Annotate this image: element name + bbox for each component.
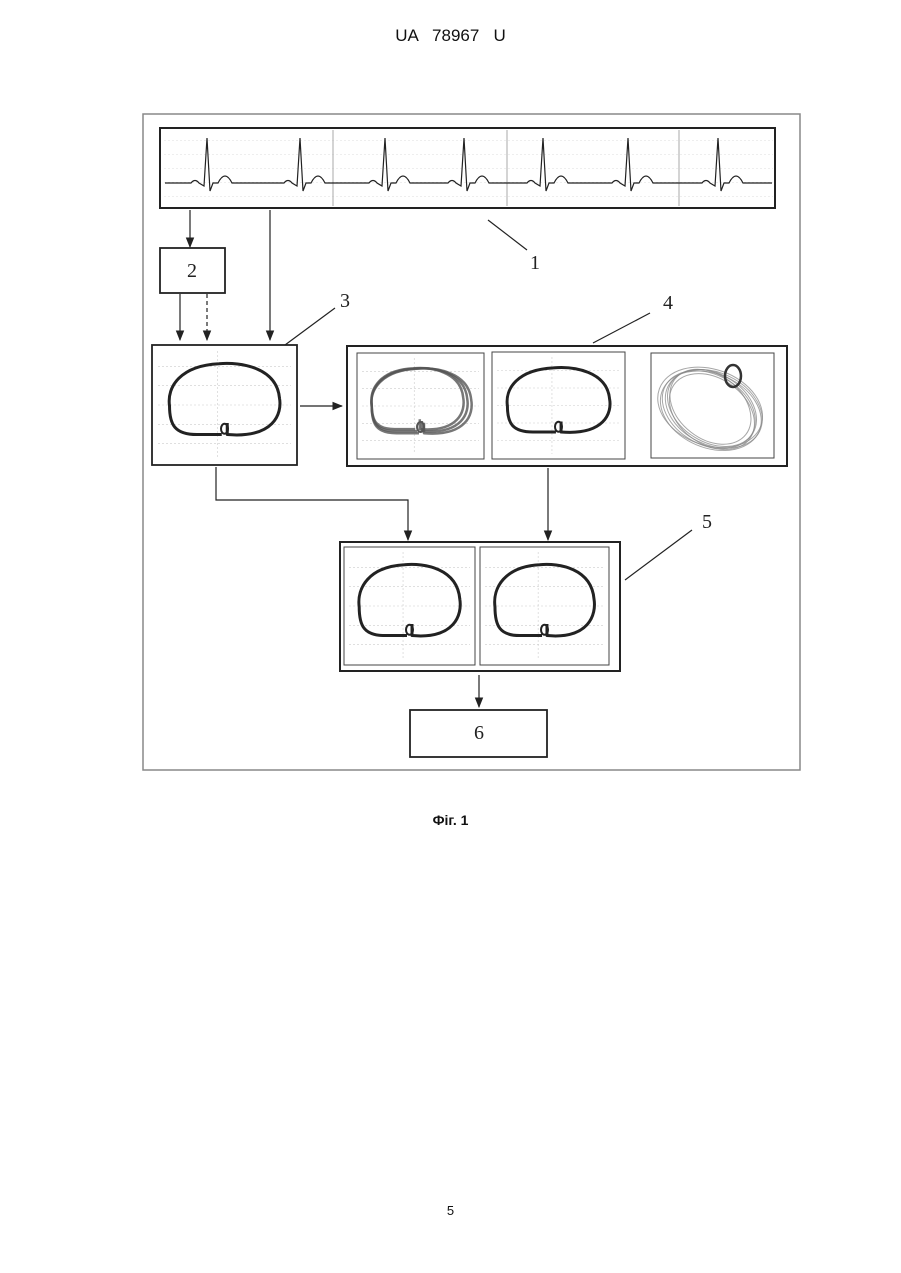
figure-caption: Фіг. 1: [0, 812, 901, 828]
reference-set-4: [347, 346, 787, 466]
leader-line-5: [625, 530, 692, 580]
block-2-label: 2: [187, 260, 197, 282]
arrow-portrait-to-set5: [216, 467, 408, 540]
comparison-set-5: [340, 542, 620, 671]
leader-line-4: [593, 313, 650, 343]
label-5: 5: [702, 511, 712, 533]
block-6-label: 6: [474, 722, 484, 744]
leader-line-1: [488, 220, 527, 250]
phase-portrait-3: [152, 345, 297, 465]
label-4: 4: [663, 292, 673, 314]
page-number: 5: [0, 1203, 901, 1218]
ecg-strip: [160, 128, 775, 208]
label-1: 1: [530, 252, 540, 274]
label-3: 3: [340, 290, 350, 312]
leader-line-3: [285, 308, 335, 345]
